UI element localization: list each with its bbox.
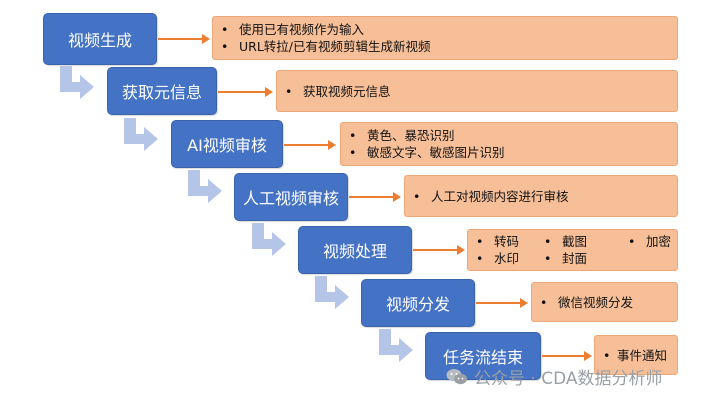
note-item: 截图 <box>536 233 620 250</box>
note-item: 水印 <box>468 250 536 267</box>
connector-line <box>542 355 586 357</box>
bend-arrow-icon <box>188 170 222 203</box>
connector-arrowhead <box>393 192 401 202</box>
connector-arrowhead <box>457 245 465 255</box>
step-manual-review: 人工视频审核 <box>234 173 348 221</box>
step-label: 视频生成 <box>67 31 132 50</box>
note-item: 人工对视频内容进行审核 <box>405 188 569 205</box>
note-item: 事件通知 <box>595 347 667 364</box>
step-label: 任务流结束 <box>442 348 523 367</box>
note-item: 加密 <box>620 233 680 250</box>
step-video-generation: 视频生成 <box>43 13 157 65</box>
step-label: 人工视频审核 <box>242 189 339 208</box>
connector-arrowhead <box>265 87 273 97</box>
watermark-text: 公众号 · CDA数据分析师 <box>474 369 663 389</box>
step-label: 视频分发 <box>385 295 450 314</box>
connector-line <box>476 302 522 304</box>
note-item: URL转拉/已有视频剪辑生成新视频 <box>213 38 431 55</box>
note-video-generation: 使用已有视频作为输入 URL转拉/已有视频剪辑生成新视频 <box>212 16 678 60</box>
note-task-end: 事件通知 <box>594 335 678 375</box>
note-manual-review: 人工对视频内容进行审核 <box>404 175 678 217</box>
note-item: 获取视频元信息 <box>277 83 391 100</box>
note-item: 封面 <box>536 250 620 267</box>
step-label: AI视频审核 <box>187 136 267 155</box>
bend-arrow-icon <box>379 329 413 362</box>
note-get-metadata: 获取视频元信息 <box>276 70 678 112</box>
connector-line <box>158 38 204 40</box>
connector-arrowhead <box>202 34 210 44</box>
note-item: 使用已有视频作为输入 <box>213 21 431 38</box>
bend-arrow-icon <box>252 223 286 256</box>
step-label: 获取元信息 <box>121 83 202 102</box>
note-ai-review: 黄色、暴恐识别 敏感文字、敏感图片识别 <box>340 122 678 166</box>
connector-arrowhead <box>520 298 528 308</box>
wechat-icon <box>446 368 468 386</box>
note-item: 黄色、暴恐识别 <box>341 127 505 144</box>
note-item: 转码 <box>468 233 536 250</box>
connector-line <box>218 91 266 93</box>
step-video-distribution: 视频分发 <box>361 279 475 327</box>
connector-line <box>349 196 395 198</box>
step-ai-review: AI视频审核 <box>171 120 283 168</box>
note-item: 微信视频分发 <box>532 294 633 311</box>
connector-arrowhead <box>584 351 592 361</box>
note-video-processing: 转码 截图 加密 水印 封面 <box>467 229 678 271</box>
note-video-distribution: 微信视频分发 <box>531 282 678 322</box>
connector-line <box>284 144 330 146</box>
step-get-metadata: 获取元信息 <box>107 67 217 115</box>
connector-arrowhead <box>328 140 336 150</box>
bend-arrow-icon <box>315 276 349 309</box>
bend-arrow-icon <box>60 66 94 99</box>
note-item: 敏感文字、敏感图片识别 <box>341 144 505 161</box>
connector-line <box>413 249 459 251</box>
watermark: 公众号 · CDA数据分析师 <box>446 364 663 389</box>
step-task-end: 任务流结束 <box>425 332 541 380</box>
step-label: 视频处理 <box>322 242 387 261</box>
step-video-processing: 视频处理 <box>298 226 412 274</box>
bend-arrow-icon <box>124 118 158 151</box>
